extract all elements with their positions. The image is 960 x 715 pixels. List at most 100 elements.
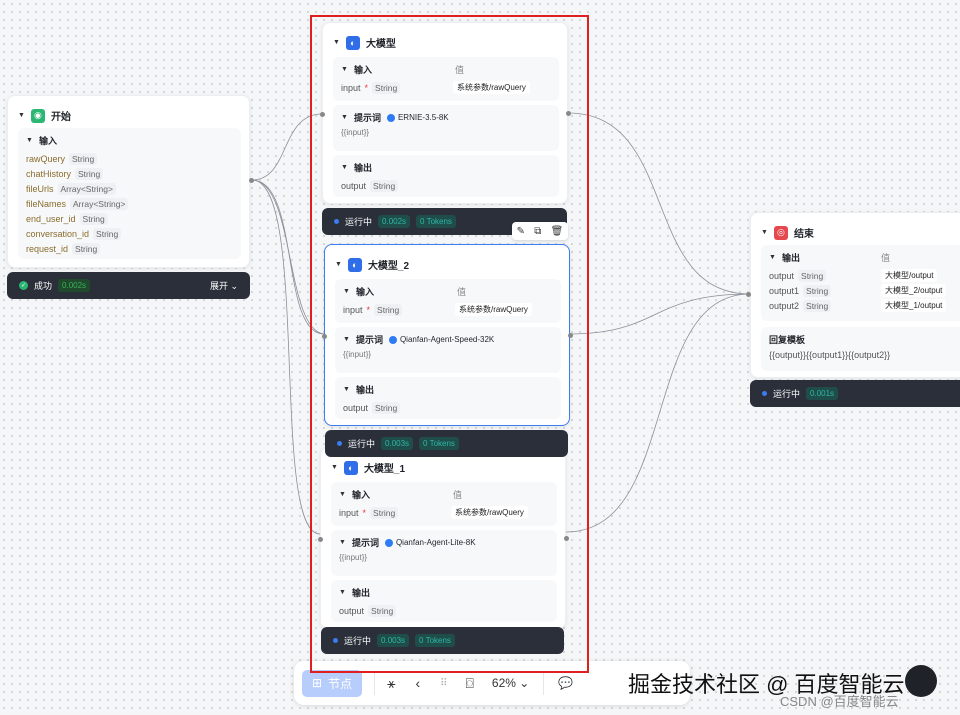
type-tag: String [368, 604, 397, 617]
tokens-badge: 0 Tokens [416, 215, 456, 228]
edge-start-llm1 [251, 179, 321, 535]
node-title: 开始 [50, 112, 71, 123]
field-name: request_id [26, 243, 69, 254]
time-badge: 0.002s [378, 215, 411, 228]
value-ref[interactable]: 大模型_1/output [881, 299, 947, 312]
type-tag: String [372, 401, 401, 414]
connector-icon[interactable]: ‹ [415, 675, 421, 691]
value-header: 值 [457, 287, 467, 297]
edge-start-llm2b [251, 179, 325, 335]
collapse-icon[interactable]: ▼ [335, 261, 342, 268]
add-node-button[interactable]: ⊞节点 [302, 669, 363, 697]
output-port[interactable] [249, 178, 254, 183]
value-ref[interactable]: 大模型/output [881, 269, 938, 282]
model-icon [388, 335, 397, 344]
template-label: 回复模板 [769, 335, 806, 345]
llm-icon: ◐ [343, 460, 358, 475]
type-tag: String [69, 152, 98, 165]
edge-llm2-end [568, 293, 751, 335]
collapse-icon[interactable]: ▼ [18, 112, 25, 119]
comment-icon[interactable]: 💬 [558, 676, 574, 690]
model-name: Qianfan-Agent-Speed-32K [399, 335, 495, 344]
field-name: output2 [769, 300, 800, 311]
node-title: 结束 [793, 229, 814, 240]
output-port[interactable] [566, 111, 571, 116]
type-tag: String [803, 299, 832, 312]
type-tag: String [93, 227, 122, 240]
section-title: 提示词 [351, 538, 379, 548]
section-title: 提示词 [355, 335, 383, 345]
value-header: 值 [881, 253, 891, 263]
grid-icon[interactable]: ⠿ [440, 677, 448, 689]
type-tag: String [370, 506, 399, 519]
input-port[interactable] [320, 112, 325, 117]
llm-icon: ◐ [347, 257, 362, 272]
collapse-icon[interactable]: ▼ [333, 39, 340, 46]
prompt-text: {{input}} [339, 553, 368, 562]
section-title: 输入 [351, 490, 370, 500]
zoom-select[interactable]: 62% ⌄ [491, 676, 530, 690]
edge-start-llm [251, 113, 323, 181]
collapse-icon[interactable]: ▼ [331, 464, 338, 471]
prompt-text: {{input}} [341, 128, 370, 137]
time-badge: 0.001s [806, 387, 839, 400]
type-tag: Array<String> [70, 197, 129, 210]
tokens-badge: 0 Tokens [419, 437, 459, 450]
output-port[interactable] [568, 333, 573, 338]
auto-layout-icon[interactable]: ⚹ [387, 674, 396, 691]
edit-icon[interactable]: ✎ [516, 225, 526, 237]
field-name: input [341, 82, 361, 93]
delete-icon[interactable]: 🗑 [550, 225, 564, 237]
field-name: output [769, 270, 795, 281]
type-tag: String [370, 179, 399, 192]
value-ref[interactable]: 系统参数/rawQuery [453, 81, 530, 94]
input-port[interactable] [318, 537, 323, 542]
end-icon: ◎ [773, 225, 788, 240]
input-port[interactable] [746, 292, 751, 297]
model-name: Qianfan-Agent-Lite-8K [395, 538, 476, 547]
watermark: 掘金技术社区 @ 百度智能云 [628, 672, 905, 697]
output-port[interactable] [564, 536, 569, 541]
time-badge: 0.003s [377, 634, 410, 647]
fit-view-icon[interactable]: ⌼ [465, 674, 474, 691]
type-tag: String [798, 269, 827, 282]
type-tag: String [803, 284, 832, 297]
field-name: fileUrls [26, 183, 54, 194]
section-title: 提示词 [353, 113, 381, 123]
value-ref[interactable]: 系统参数/rawQuery [451, 506, 528, 519]
value-ref[interactable]: 系统参数/rawQuery [455, 303, 532, 316]
llm-icon: ◐ [345, 35, 360, 50]
value-ref[interactable]: 大模型_2/output [881, 284, 947, 297]
template-text: {{output}}{{output1}}{{output2}} [769, 350, 891, 360]
expand-button[interactable]: 展开 ⌄ [209, 281, 238, 291]
time-badge: 0.003s [381, 437, 414, 450]
status-text: 运行中 [773, 389, 801, 399]
copy-icon[interactable]: ⧉ [534, 225, 542, 237]
input-port[interactable] [322, 334, 327, 339]
canvas-toolbar: ⊞节点 ⚹ ‹ ⠿ ⌼ 62% ⌄ 💬 [294, 661, 690, 705]
type-tag: Array<String> [57, 182, 116, 195]
type-tag: String [75, 167, 104, 180]
status-text: 运行中 [348, 439, 376, 449]
status-text: 运行中 [345, 217, 373, 227]
avatar[interactable] [905, 665, 937, 697]
success-icon: ✓ [19, 281, 28, 290]
field-name: fileNames [26, 198, 67, 209]
field-name: output [339, 605, 365, 616]
